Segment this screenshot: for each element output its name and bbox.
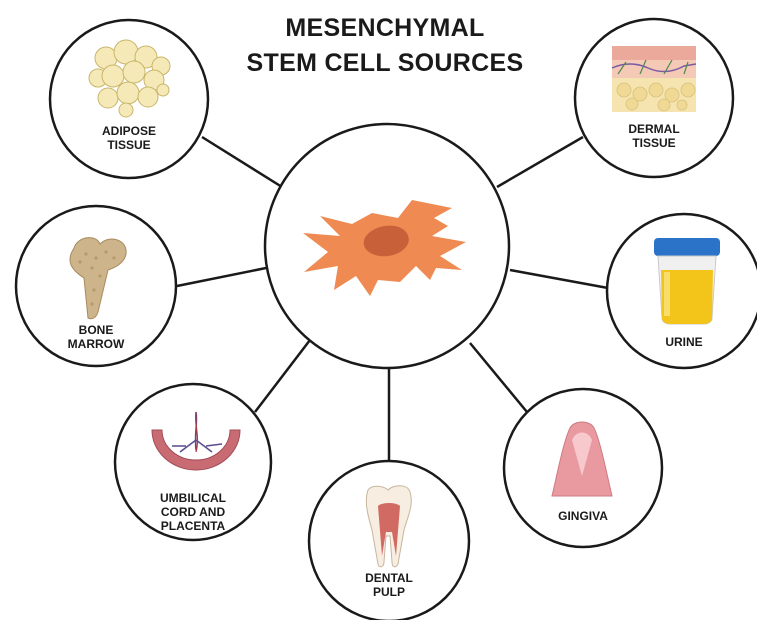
label-line: CORD AND (148, 505, 238, 519)
label-dermal-tissue: DERMAL TISSUE (614, 122, 694, 150)
connector-adipose (202, 137, 282, 187)
label-line: PLACENTA (148, 519, 238, 533)
connector-umbilical (255, 340, 310, 412)
dermal-tissue-icon (612, 46, 696, 112)
label-line: UMBILICAL (148, 491, 238, 505)
label-line: MARROW (56, 337, 136, 351)
label-dental-pulp: DENTAL PULP (349, 571, 429, 599)
label-line: ADIPOSE (89, 124, 169, 138)
label-bone-marrow: BONE MARROW (56, 323, 136, 351)
label-adipose-tissue: ADIPOSE TISSUE (89, 124, 169, 152)
label-line: BONE (56, 323, 136, 337)
connector-urine (510, 270, 608, 288)
urine-cup-icon (654, 238, 720, 324)
label-urine: URINE (644, 335, 724, 349)
label-line: DENTAL (349, 571, 429, 585)
label-line: TISSUE (614, 136, 694, 150)
label-line: DERMAL (614, 122, 694, 136)
label-gingiva: GINGIVA (543, 509, 623, 523)
label-line: GINGIVA (543, 509, 623, 523)
title-line-2: STEM CELL SOURCES (230, 49, 540, 78)
label-line: PULP (349, 585, 429, 599)
label-line: URINE (644, 335, 724, 349)
label-line: TISSUE (89, 138, 169, 152)
title-line-1: MESENCHYMAL (230, 14, 540, 43)
connector-dermal (497, 137, 583, 187)
connector-gingiva (470, 343, 527, 412)
connector-bone-marrow (177, 268, 266, 286)
label-umbilical-cord-placenta: UMBILICAL CORD AND PLACENTA (148, 491, 238, 533)
